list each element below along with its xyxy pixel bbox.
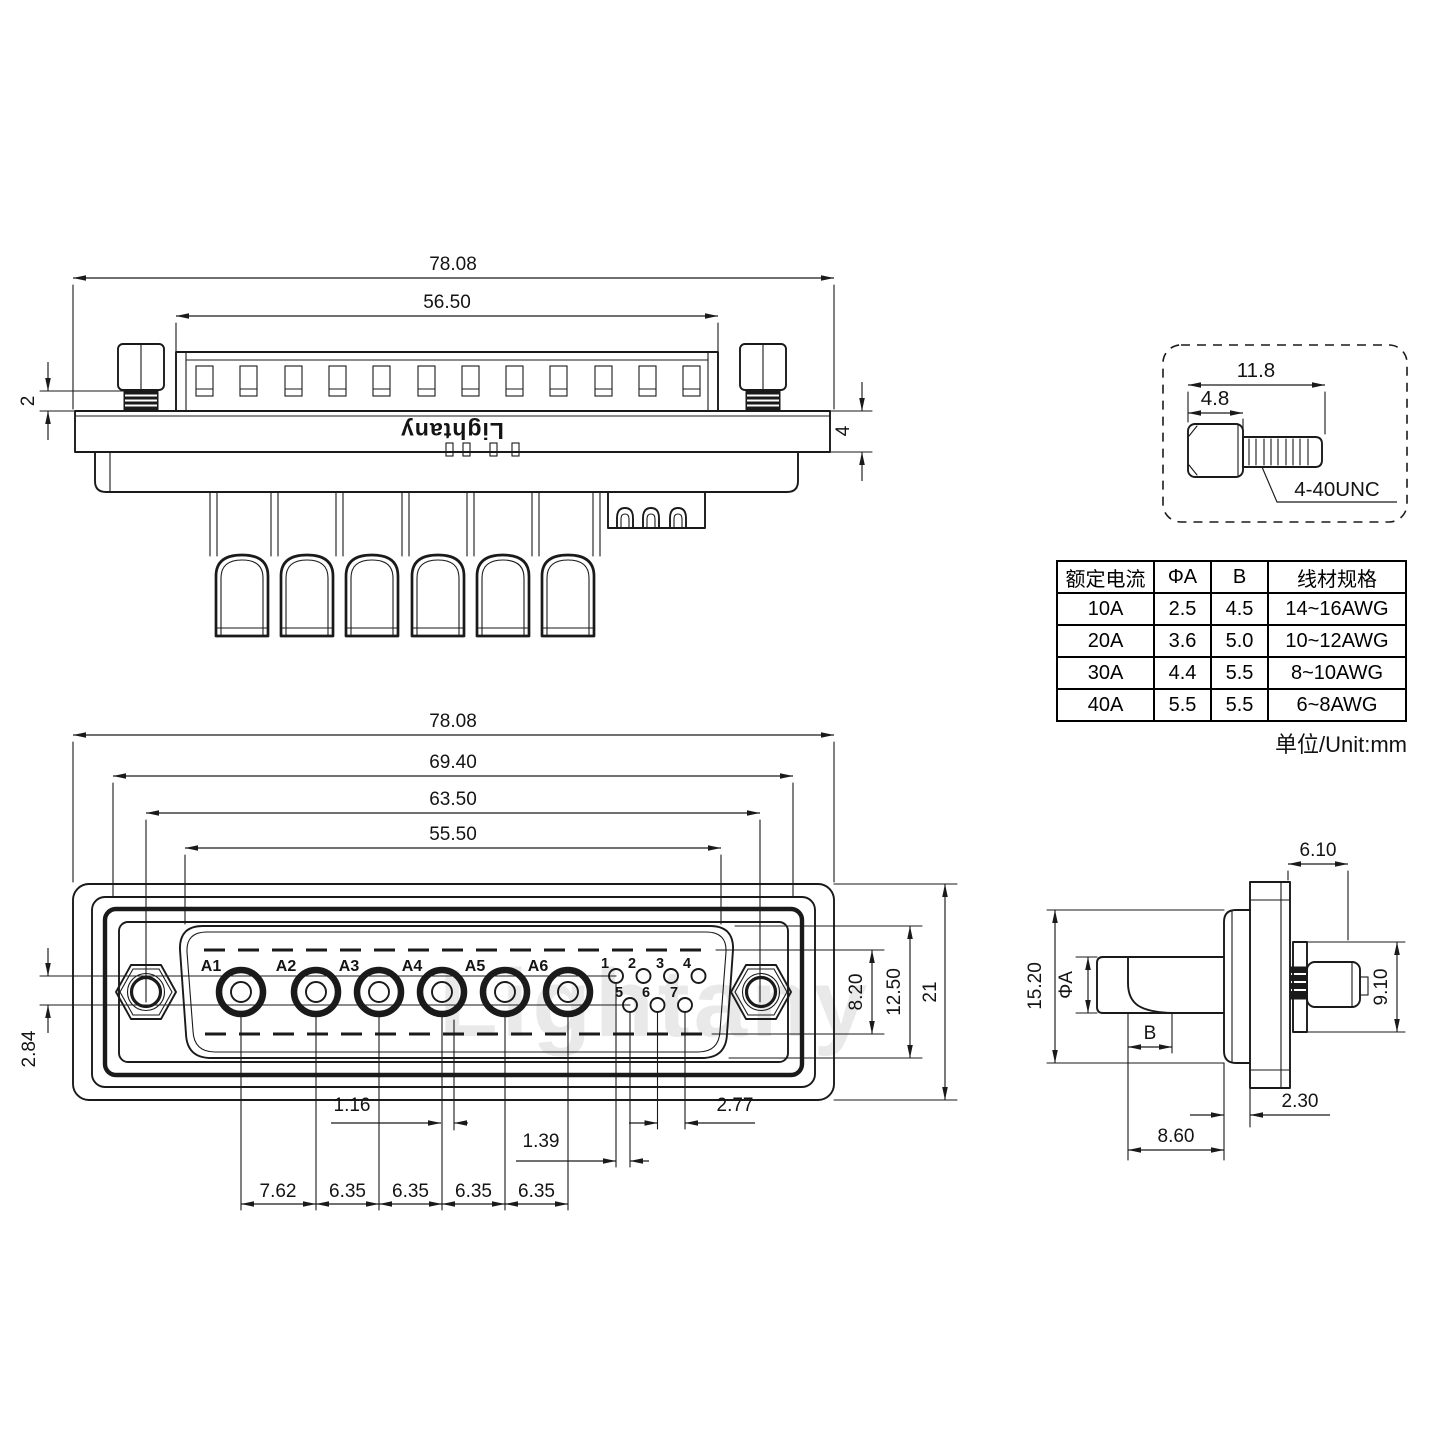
pin-label-a2: A2	[276, 958, 297, 975]
table-row: 10A 2.5 4.5 14~16AWG	[1056, 592, 1407, 626]
detail-border	[1162, 344, 1408, 523]
front-dim-insert-height: 8.20	[846, 974, 867, 1011]
cell: 5.0	[1210, 624, 1269, 658]
top-dim-body-width: 56.50	[423, 292, 471, 313]
side-dim-panel-gap: 2.30	[1282, 1091, 1319, 1112]
front-dim-pitch-762: 7.62	[260, 1181, 297, 1202]
side-dim-pin-length: 8.60	[1158, 1126, 1195, 1147]
pin-label-1: 1	[601, 956, 609, 972]
left-jackscrew	[117, 343, 165, 412]
d-insert	[179, 925, 734, 1059]
side-dim-washer-od: 9.10	[1371, 969, 1392, 1006]
screw-detail: 11.8 4.8 4-40UNC	[1162, 344, 1408, 523]
pin-label-3: 3	[656, 956, 664, 972]
front-dim-pitch-635-1: 6.35	[329, 1181, 366, 1202]
pin-label-a4: A4	[402, 958, 423, 975]
cell: 4.4	[1153, 656, 1212, 690]
bottom-extension-lines	[240, 983, 686, 1211]
table-row: 40A 5.5 5.5 6~8AWG	[1056, 688, 1407, 722]
cell: 5.5	[1210, 688, 1269, 722]
front-dim-insert-width: 55.50	[429, 824, 477, 845]
front-dim-hole-spacing: 63.50	[429, 789, 477, 810]
side-shell	[1223, 909, 1251, 1064]
pin-label-4: 4	[683, 956, 691, 972]
signal-pins: 1 2 3 4 5 6 7	[601, 956, 707, 1013]
cell: 40A	[1056, 688, 1155, 722]
side-dim-bush: 6.10	[1300, 840, 1337, 861]
side-contact	[1096, 956, 1225, 1014]
screw-dim-total: 11.8	[1237, 359, 1275, 382]
brand-logo-mirrored: Lightany	[400, 418, 504, 444]
cell: 2.5	[1153, 592, 1212, 626]
thumbscrew	[1187, 423, 1323, 478]
top-view-lower-body	[94, 442, 799, 493]
front-view: Lightany 78.08 69.40 63.50 55.50 2.84	[19, 711, 958, 1211]
header-wire-gauge: 线材规格	[1267, 560, 1407, 594]
front-dim-flange-height: 21	[920, 981, 941, 1002]
spec-table-header-row: 额定电流 ΦA B 线材规格	[1056, 560, 1407, 594]
cell: 4.5	[1210, 592, 1269, 626]
front-dim-overall: 78.08	[429, 711, 477, 732]
front-dim-139: 1.39	[523, 1131, 560, 1152]
top-view-body	[175, 351, 719, 412]
pin-label-a6: A6	[528, 958, 549, 975]
cell: 10~12AWG	[1267, 624, 1407, 658]
spec-table: 额定电流 ΦA B 线材规格 10A 2.5 4.5 14~16AWG 20A …	[1056, 560, 1407, 722]
table-row: 30A 4.4 5.5 8~10AWG	[1056, 656, 1407, 690]
front-dim-116: 1.16	[334, 1095, 371, 1116]
front-dim-pitch-635-2: 6.35	[392, 1181, 429, 1202]
top-view: 78.08 56.50	[18, 254, 873, 638]
cell: 3.6	[1153, 624, 1212, 658]
pin-label-a3: A3	[339, 958, 360, 975]
front-dim-shell-height: 12.50	[884, 968, 905, 1016]
cell: 8~10AWG	[1267, 656, 1407, 690]
header-b: B	[1210, 560, 1269, 594]
cell: 10A	[1056, 592, 1155, 626]
cell: 20A	[1056, 624, 1155, 658]
screw-dim-head: 4.8	[1201, 387, 1230, 410]
side-dim-shell-height: 15.20	[1025, 962, 1046, 1010]
side-jackscrew	[1289, 941, 1369, 1033]
pin-label-a5: A5	[465, 958, 486, 975]
power-pitch-chain: 7.62 6.35 6.35 6.35 6.35	[241, 1181, 568, 1207]
cell: 5.5	[1153, 688, 1212, 722]
side-flange	[1249, 881, 1291, 1089]
pin-label-2: 2	[628, 956, 636, 972]
cell: 30A	[1056, 656, 1155, 690]
left-hex-nut	[115, 964, 177, 1020]
header-rated-current: 额定电流	[1056, 560, 1155, 594]
top-dim-flange-thickness: 4	[833, 425, 854, 436]
thread-spec-label: 4-40UNC	[1294, 478, 1380, 501]
signal-solder-cups	[607, 491, 706, 529]
table-row: 20A 3.6 5.0 10~12AWG	[1056, 624, 1407, 658]
pin-label-5: 5	[615, 985, 623, 1001]
pin-label-6: 6	[642, 985, 650, 1001]
unit-note: 单位/Unit:mm	[1274, 732, 1407, 757]
cell: 14~16AWG	[1267, 592, 1407, 626]
power-solder-cups	[214, 553, 596, 638]
front-dim-pitch-635-3: 6.35	[455, 1181, 492, 1202]
front-dim-row-pitch: 2.84	[19, 1030, 40, 1067]
cell: 6~8AWG	[1267, 688, 1407, 722]
power-pins: A1 A2 A3 A4 A5 A6	[201, 958, 594, 1018]
front-dim-pitch-635-4: 6.35	[518, 1181, 555, 1202]
wire-windows	[195, 365, 701, 397]
solder-cup-stems	[209, 491, 601, 557]
side-dim-cup-depth: B	[1144, 1023, 1157, 1044]
side-dim-pin-diameter: ΦA	[1056, 971, 1077, 999]
pin-label-7: 7	[670, 985, 678, 1001]
front-dim-mount-face: 69.40	[429, 752, 477, 773]
right-jackscrew	[739, 343, 787, 412]
pin-label-a1: A1	[201, 958, 222, 975]
top-dim-screw-gap: 2	[18, 396, 39, 407]
header-phi-a: ΦA	[1153, 560, 1212, 594]
front-dim-signal-pitch: 2.77	[717, 1095, 754, 1116]
side-view: 6.10 ΦA B	[1025, 840, 1406, 1161]
cell: 5.5	[1210, 656, 1269, 690]
top-dim-overall-width: 78.08	[429, 254, 477, 275]
right-hex-nut	[730, 964, 792, 1020]
